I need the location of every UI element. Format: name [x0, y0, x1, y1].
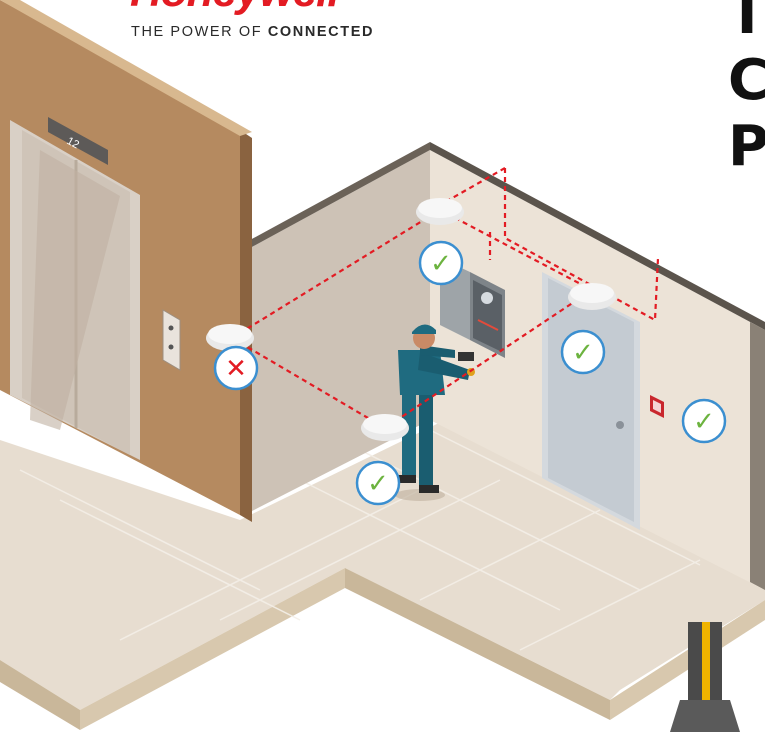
detector-ceiling-right: [568, 283, 616, 310]
check-icon: ✓: [693, 407, 715, 437]
detector-ceiling-back: [416, 198, 464, 225]
status-badge-ok: ✓: [683, 400, 725, 442]
status-badge-ok: ✓: [562, 331, 604, 373]
status-badge-ok: ✓: [420, 242, 462, 284]
check-icon: ✓: [572, 338, 594, 368]
check-icon: ✓: [430, 249, 452, 279]
elevator-wall: 12: [0, 0, 252, 522]
status-badge-fail: ✕: [215, 347, 257, 389]
fail-x-icon: ✕: [225, 354, 247, 384]
check-icon: ✓: [367, 469, 389, 499]
detector-ceiling-front: [361, 414, 409, 441]
status-badge-ok: ✓: [357, 462, 399, 504]
